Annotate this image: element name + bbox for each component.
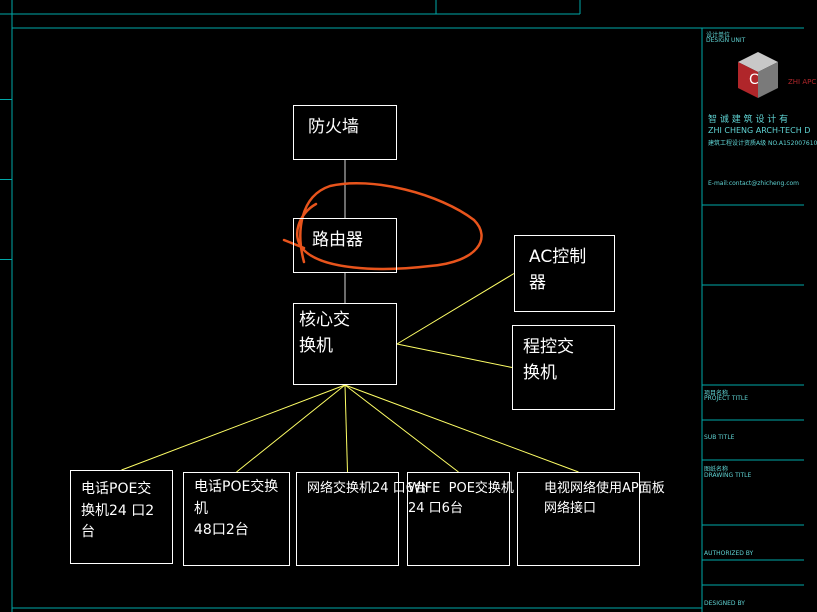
wifi-poe-switch-box[interactable]: WIFE POE交换机 24 口6台: [407, 472, 514, 566]
tv-network-box[interactable]: 电视网络使用AP面板网络接口: [517, 472, 665, 566]
phone-poe-24-label-line: 换机24 口2: [81, 502, 155, 519]
company-name-en: ZHI CHENG ARCH-TECH D: [708, 126, 811, 135]
edge-core-switch-to-wifi-poe: [344, 384, 459, 473]
edge-core-switch-to-tv-network: [344, 384, 579, 473]
svg-text:C: C: [749, 72, 759, 88]
network-switch-box[interactable]: 网络交换机24 口6台: [296, 472, 427, 566]
sidebar-cell: [0, 70, 12, 100]
net-switch-label-line: 网络交换机24 口6台: [307, 481, 427, 496]
tv-network-label-line: 电视网络使用AP面板: [544, 481, 665, 496]
phone-poe-48-label-line: 48口2台: [194, 522, 249, 539]
license-line: 建筑工程设计资质A级 NO.A152007610: [708, 140, 817, 147]
annotation-tail: [282, 238, 306, 250]
designed-label: DESIGNED BY: [704, 600, 745, 607]
drawing-label: 图纸名称: [704, 466, 729, 473]
designer-label-en: DESIGN UNIT: [706, 37, 746, 44]
router-box[interactable]: 路由器: [293, 218, 397, 273]
wifi-poe-label-line: 24 口6台: [408, 501, 463, 517]
project-label: 项目名称: [704, 390, 729, 397]
phone-poe-24-label-line: 电话POE交: [81, 481, 152, 497]
company-logo: C: [738, 52, 778, 98]
edge-core-switch-to-phone-poe-48: [236, 384, 346, 473]
approved-label: AUTHORIZED BY: [704, 550, 754, 557]
subtitle-label: SUB TITLE: [704, 434, 735, 441]
phone-poe-48-label-line: 电话POE交换机: [194, 479, 279, 517]
pbx-box[interactable]: 程控交换机: [512, 325, 615, 410]
firewall-box[interactable]: 防火墙: [293, 105, 397, 160]
edge-core-switch-to-pbx: [396, 343, 513, 368]
ac-controller-box[interactable]: AC控制器: [514, 235, 615, 312]
ac-controller-label-line: AC控制器: [529, 247, 587, 294]
pbx-label-line: 换机: [523, 363, 557, 384]
tv-network-label-line: 网络接口: [544, 501, 597, 517]
edge-core-switch-to-ac-controller: [396, 273, 515, 345]
core-switch-label-line: 核心交: [299, 310, 350, 330]
edge-core-switch-to-phone-poe-24: [121, 384, 346, 471]
designer-label: 设计单位: [706, 32, 731, 39]
wifi-poe-label-line: WIFE POE交换机: [408, 481, 514, 496]
firewall-label-line: 防火墙: [308, 117, 359, 137]
connector-lines: [121, 160, 579, 473]
phone-poe-48-box[interactable]: 电话POE交换机 48口2台: [183, 472, 290, 566]
router-label-line: 路由器: [312, 230, 363, 250]
logo-letters: ZHI APC: [788, 78, 817, 86]
sidebar-cell: [0, 140, 12, 180]
email-line: E-mail:contact@zhicheng.com: [708, 180, 800, 187]
drawing-title-label: DRAWING TITLE: [704, 472, 752, 479]
project-title-label: PROJECT TITLE: [704, 395, 749, 402]
phone-poe-24-box[interactable]: 电话POE交换机24 口2 台: [70, 470, 173, 564]
pbx-label-line: 程控交: [523, 337, 574, 357]
core-switch-label-line: 换机: [299, 336, 333, 357]
phone-poe-24-label-line: 台: [81, 524, 95, 541]
core-switch-box[interactable]: 核心交换机: [293, 303, 397, 385]
sidebar-cell: [0, 220, 12, 260]
edge-core-switch-to-net-switch: [344, 384, 348, 473]
company-name-cn: 智 诚 建 筑 设 计 有: [708, 115, 789, 125]
